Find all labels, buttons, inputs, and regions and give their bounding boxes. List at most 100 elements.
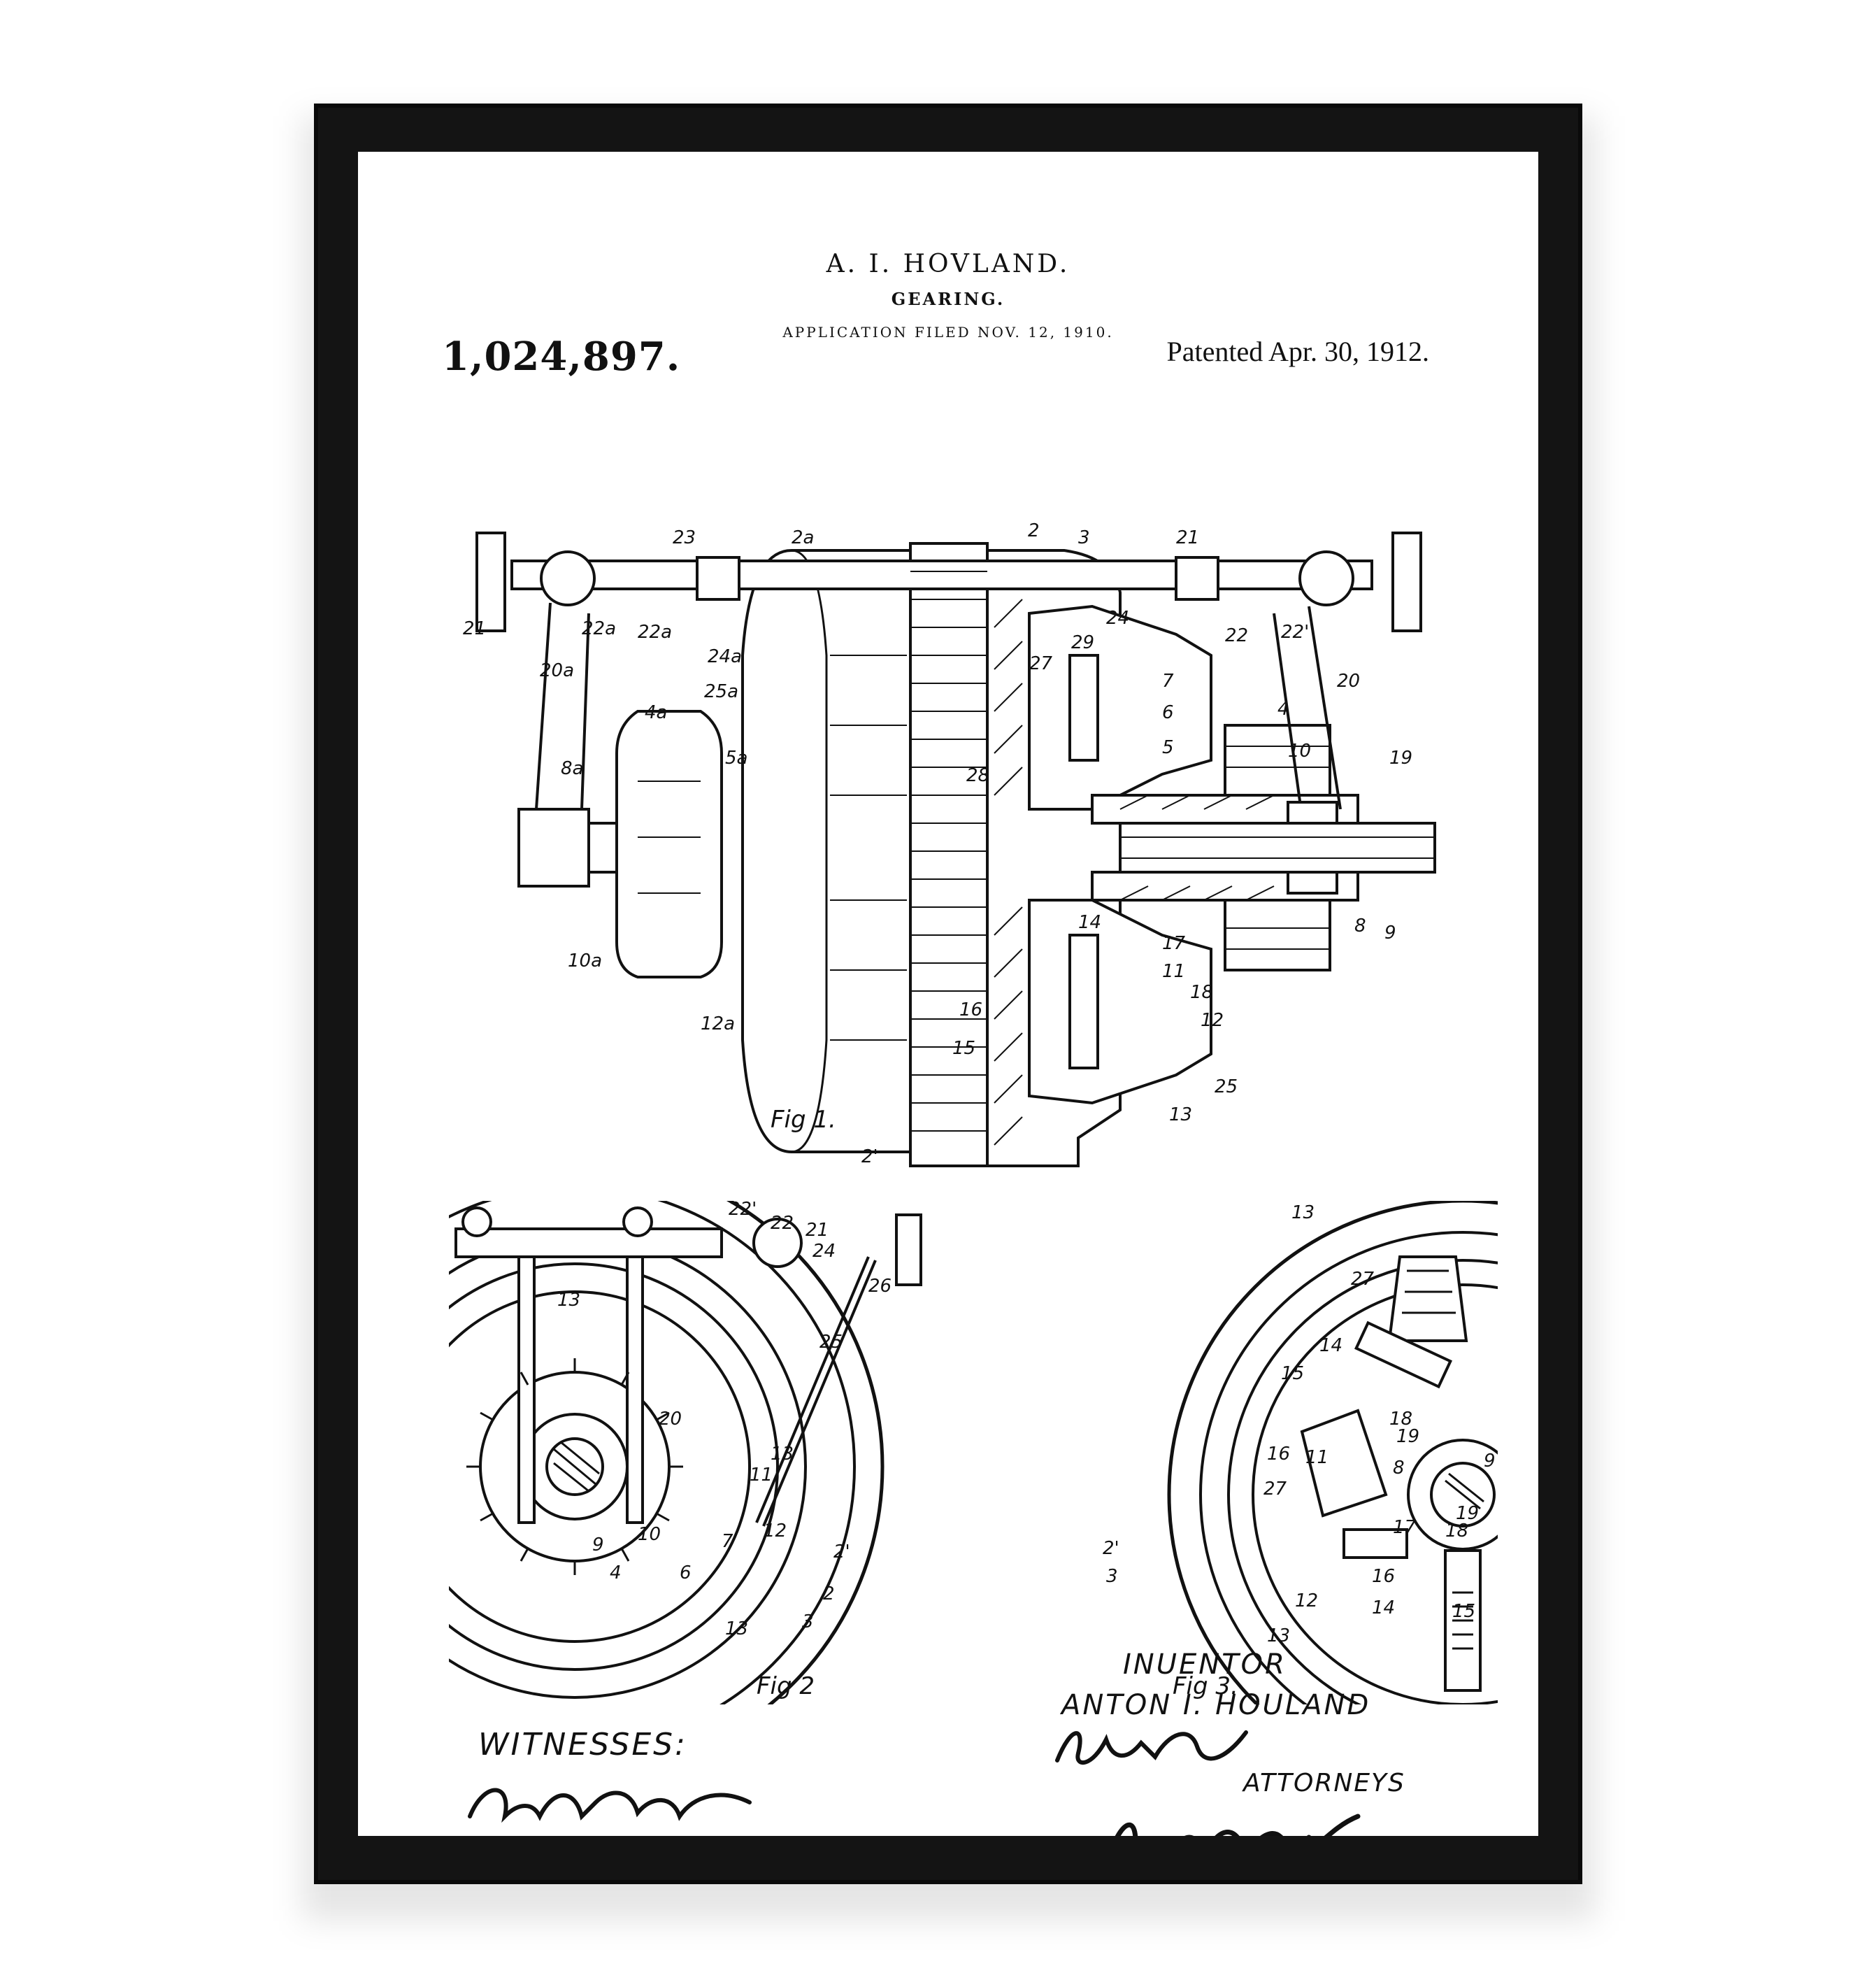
fig1-label: 5a	[725, 748, 747, 769]
fig2-label: 9	[592, 1534, 604, 1555]
fig1-label: 2a	[792, 527, 814, 548]
fig1-label: 10a	[568, 950, 602, 971]
fig1-label: 20a	[540, 660, 574, 681]
fig1-label: 7	[1162, 671, 1174, 692]
fig1-label: 22a	[582, 618, 616, 639]
fig1-label: 8	[1354, 916, 1366, 936]
fig1-label: 20	[1337, 671, 1360, 692]
witness-signature-1	[468, 1788, 752, 1823]
fig3-label: 13	[1291, 1202, 1315, 1223]
fig3-label: 14	[1372, 1597, 1395, 1618]
fig1-label: 12a	[701, 1013, 735, 1034]
fig2-label: 13	[771, 1444, 794, 1465]
fig3-label: 15	[1452, 1601, 1475, 1622]
fig2-label: 25	[819, 1332, 843, 1353]
fig3-label: 14	[1319, 1335, 1342, 1356]
fig1-label: 4	[1277, 699, 1289, 720]
fig1-label: 22a	[638, 622, 672, 643]
fig3-label: 27	[1351, 1269, 1375, 1290]
fig3-label: 11	[1305, 1447, 1329, 1468]
patented-date: Patented Apr. 30, 1912.	[1166, 336, 1429, 367]
fig3-label: 13	[1267, 1625, 1290, 1646]
fig2-label: 6	[680, 1562, 692, 1583]
fig1-label: 19	[1389, 748, 1412, 769]
fig2-label: 12	[764, 1520, 787, 1541]
fig1-label: 9	[1384, 923, 1396, 943]
fig1-label: 24a	[708, 646, 742, 667]
fig3-label: 15	[1281, 1363, 1304, 1384]
fig3-label: 18	[1389, 1409, 1412, 1430]
fig3-label: 12	[1295, 1590, 1318, 1611]
fig1-label: 3	[1078, 527, 1090, 548]
fig3-label: 18	[1445, 1520, 1468, 1541]
fig1-label: 2'	[861, 1146, 878, 1167]
patent-number: 1,024,897.	[442, 334, 681, 380]
patent-subject: GEARING.	[891, 289, 1005, 309]
inventor-name: ANTON I. HOULAND	[1061, 1689, 1371, 1721]
fig1-caption: Fig 1.	[771, 1106, 836, 1134]
application-filed-date: APPLICATION FILED NOV. 12, 1910.	[782, 324, 1114, 341]
fig3-caption: Fig 3.	[1173, 1672, 1238, 1700]
fig2-label: 21	[805, 1220, 829, 1241]
fig1-label: 10	[1288, 741, 1311, 762]
fig3-label: 2'	[1103, 1538, 1119, 1559]
fig2-label: 3	[802, 1611, 814, 1632]
fig2-label: 2'	[833, 1541, 850, 1562]
fig1-label: 11	[1162, 961, 1185, 982]
fig1-label: 6	[1162, 702, 1174, 723]
fig1-label: 25	[1215, 1076, 1238, 1097]
second-attorney-signature	[1115, 1814, 1361, 1836]
fig1-label: 18	[1190, 982, 1213, 1003]
fig2-label: 13	[557, 1290, 580, 1311]
fig1-label: 4a	[645, 702, 667, 723]
patent-print: A. I. HOVLAND. GEARING. APPLICATION FILE…	[358, 152, 1538, 1836]
fig2-label: 10	[638, 1524, 661, 1545]
fig2-label: 11	[750, 1465, 773, 1486]
figure-2-drawing: 22' 22 21 24 26 13 25 20 11 13 12 7 10 9…	[449, 1201, 922, 1704]
fig1-label: 17	[1162, 933, 1186, 954]
fig2-label: 22	[771, 1213, 794, 1234]
fig2-label: 13	[725, 1618, 748, 1639]
fig3-label: 19	[1396, 1426, 1419, 1447]
figure-3-drawing: 13 27 14 15 18 19 9 16 11 8 27 19 17 18 …	[1103, 1201, 1498, 1704]
fig2-label: 4	[610, 1562, 622, 1583]
fig1-label: 23	[673, 527, 696, 548]
fig1-label: 14	[1078, 912, 1101, 933]
inventor-heading: INUENTOR	[1123, 1648, 1287, 1681]
fig1-label: 25a	[704, 681, 738, 702]
fig1-label: 21	[463, 618, 486, 639]
fig2-label: 26	[868, 1276, 892, 1297]
fig3-label: 27	[1263, 1479, 1287, 1500]
fig2-label: 20	[659, 1409, 682, 1430]
fig2-caption: Fig 2	[757, 1672, 815, 1700]
fig1-label: 2	[1028, 520, 1040, 541]
fig2-label: 24	[812, 1241, 836, 1262]
fig1-label: 12	[1201, 1010, 1224, 1031]
fig1-label: 5	[1162, 737, 1174, 758]
fig1-label: 15	[952, 1038, 975, 1059]
fig1-label: 28	[966, 765, 989, 786]
fig3-label: 8	[1393, 1458, 1405, 1479]
fig3-label: 16	[1372, 1566, 1395, 1587]
witness-signature-2	[477, 1834, 771, 1836]
witnesses-label: WITNESSES:	[478, 1727, 687, 1762]
fig1-label: 22'	[1281, 622, 1309, 643]
fig2-label: 22'	[729, 1201, 757, 1220]
fig1-label: 16	[959, 999, 982, 1020]
fig1-label: 13	[1169, 1104, 1192, 1125]
fig3-label: 9	[1484, 1451, 1496, 1472]
fig2-label: 7	[722, 1531, 733, 1552]
fig1-label: 24	[1106, 608, 1129, 629]
fig3-label: 17	[1393, 1517, 1417, 1538]
fig3-label: 3	[1106, 1566, 1118, 1587]
fig1-label: 29	[1071, 632, 1094, 653]
fig1-label: 27	[1029, 653, 1053, 674]
attorneys-label: ATTORNEYS	[1243, 1769, 1405, 1797]
attorney-signature	[1055, 1730, 1248, 1765]
fig2-label: 2	[823, 1583, 835, 1604]
fig1-label: 21	[1176, 527, 1199, 548]
picture-frame: A. I. HOVLAND. GEARING. APPLICATION FILE…	[314, 104, 1582, 1884]
fig3-label: 19	[1456, 1503, 1479, 1524]
fig3-label: 16	[1267, 1444, 1290, 1465]
fig1-label: 22	[1225, 625, 1248, 646]
